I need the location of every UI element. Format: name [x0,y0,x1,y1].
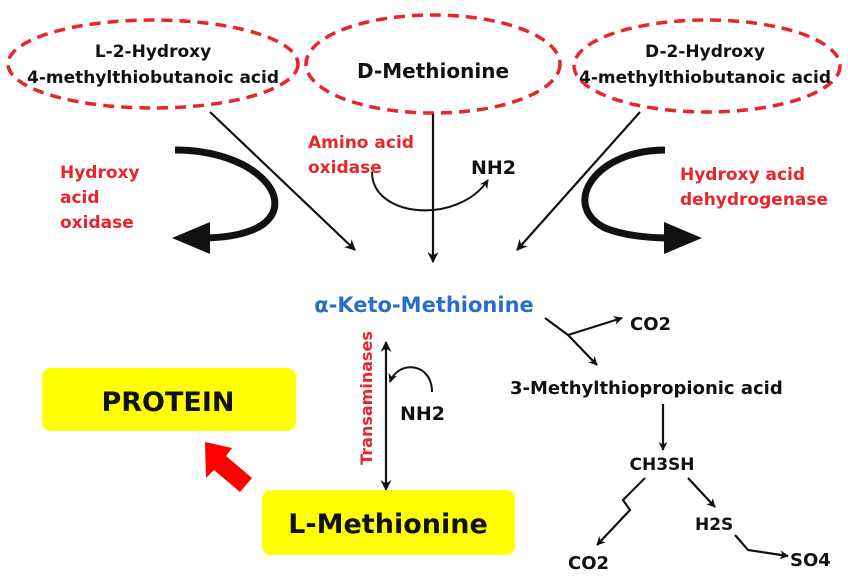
d2-hydroxy-line1: D-2-Hydroxy [645,42,765,62]
right-curved-arrow [581,146,673,242]
left-curved-arrowhead [172,222,210,254]
l2-hydroxy-line1: L-2-Hydroxy [95,42,211,62]
arrow-to-co2-top [567,316,623,337]
arrow-d2hmtba-to-keto [516,111,641,251]
arrow-h2s-to-so4 [734,534,789,560]
co2-top-label: CO2 [630,314,671,335]
keto-methionine-label: α-Keto-Methionine [314,293,534,317]
arrow-ch3sh-to-co2 [596,477,646,546]
hydroxy-acid-dehydrogenase-line1: Hydroxy acid [680,165,805,185]
amino-acid-oxidase-line1: Amino acid [308,133,414,153]
protein-red-arrow [205,442,252,492]
right-curved-arrowhead [664,222,702,254]
nh2-release-arc-top [371,171,489,212]
arrow-ch3sh-to-h2s [687,477,716,508]
arrow-to-mtpa [567,334,598,366]
ellipse-d2-hydroxy [572,18,842,114]
hydroxy-acid-oxidase-line3: oxidase [60,213,134,233]
left-curved-arrow [174,146,279,242]
l-methionine-box [262,490,515,555]
nh2-top-label: NH2 [471,157,516,179]
arrow-keto-split [544,317,569,336]
mtpa-label: 3-Methylthiopropionic acid [510,378,783,399]
d2-hydroxy-line2: 4-methylthiobutanoic acid [579,68,831,88]
co2-bottom-label: CO2 [568,553,609,574]
transaminases-label: Transaminases [357,331,376,465]
d-methionine-label: D-Methionine [357,59,509,83]
nh2-uptake-arc-mid [388,366,433,393]
nh2-mid-label: NH2 [400,403,445,425]
hydroxy-acid-oxidase-line1: Hydroxy [60,163,140,183]
so4-label: SO4 [790,550,831,571]
l-methionine-label: L-Methionine [288,509,488,540]
amino-acid-oxidase-line2: oxidase [308,158,382,178]
h2s-label: H2S [695,515,733,535]
ellipse-d-methionine [304,13,562,115]
ch3sh-label: CH3SH [629,455,694,475]
hydroxy-acid-dehydrogenase-line2: dehydrogenase [680,190,828,210]
protein-box [42,368,296,431]
protein-label: PROTEIN [101,387,234,418]
hydroxy-acid-oxidase-line2: acid [60,188,100,208]
l2-hydroxy-line2: 4-methylthiobutanoic acid [27,68,279,88]
ellipse-l2-hydroxy [6,18,300,110]
arrow-l2hmtba-to-keto [209,111,356,251]
